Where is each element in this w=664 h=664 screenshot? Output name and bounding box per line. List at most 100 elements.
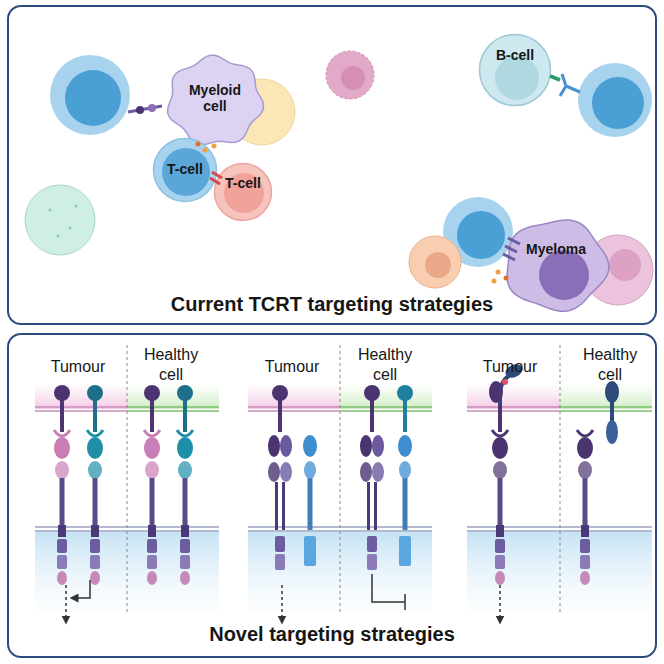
car-receptor	[54, 430, 70, 585]
activation-arrow	[65, 585, 67, 620]
granule	[69, 227, 72, 230]
antigen-head	[489, 381, 503, 403]
background-cells	[25, 51, 653, 305]
antigen-stem	[403, 400, 407, 432]
cytokine-dot	[212, 144, 217, 149]
receptor-contact	[128, 106, 162, 112]
cell-label: T-cell	[152, 161, 218, 177]
t-cell-shape	[578, 63, 652, 137]
cell-membrane	[507, 220, 609, 311]
antigen-stem	[183, 400, 187, 432]
antigen-stem	[278, 400, 282, 432]
myeloid-cell: Myeloid cell	[163, 52, 267, 150]
cytokine-dot	[492, 279, 497, 284]
cell-type-label: Healthy cell	[577, 345, 643, 385]
cell-shape	[326, 51, 374, 99]
cytokine-dot	[496, 270, 501, 275]
signal-arrows	[66, 574, 500, 620]
membrane-bands	[35, 345, 652, 612]
myeloma-cell: Myeloma	[500, 215, 612, 315]
cell-label: B-cell	[478, 47, 552, 63]
antibody-shape	[560, 74, 580, 96]
cell-label: Myeloma	[500, 241, 612, 257]
nucleus	[425, 252, 451, 278]
granule	[49, 209, 52, 212]
inhibition-bar	[372, 574, 405, 610]
tcr-receptor	[360, 435, 384, 570]
cell-label: T-cell	[225, 175, 261, 191]
cell-type-label: Tumour	[33, 357, 123, 377]
cell-membrane	[168, 55, 264, 144]
panel-heading: Novel targeting strategies	[9, 623, 655, 646]
antigen-stem	[498, 404, 502, 432]
receptor-head	[136, 106, 144, 114]
antigen-head	[144, 385, 160, 401]
activation-arrow	[499, 585, 501, 620]
t-cell-membrane	[35, 527, 652, 531]
t-cell: T-cell	[152, 137, 218, 203]
antigen-head	[397, 385, 413, 401]
nucleus	[609, 249, 641, 281]
cell-shape	[25, 185, 95, 255]
tumour-band	[35, 383, 127, 409]
panel-heading: Current TCRT targeting strategies	[9, 293, 655, 316]
antigen-head	[605, 381, 619, 403]
cell-outline	[478, 33, 552, 107]
antigen-head	[54, 385, 70, 401]
healthy-band	[340, 383, 432, 409]
nucleus	[539, 250, 589, 300]
t-cell-shape	[50, 55, 130, 135]
antigen-stem	[93, 400, 97, 432]
cell-outline	[500, 215, 612, 315]
cell-membrane	[215, 164, 272, 221]
activation-arrow	[281, 585, 283, 620]
cell-label: Myeloid cell	[180, 82, 250, 114]
granule	[75, 205, 78, 208]
car-receptor	[144, 430, 160, 585]
antigen-head	[177, 385, 193, 401]
bent-arrow	[74, 580, 90, 598]
nucleus	[224, 173, 264, 213]
tumour-band	[248, 383, 340, 409]
nucleus	[65, 70, 121, 126]
car-receptor	[577, 430, 593, 585]
antigen-stem	[150, 400, 154, 432]
nucleus	[592, 77, 644, 129]
cell-type-label: Tumour	[247, 357, 337, 377]
inhibitory-receptor	[398, 435, 412, 566]
divider-line	[127, 345, 560, 612]
antigen-head	[606, 420, 618, 444]
b-cell: B-cell	[478, 33, 552, 107]
cell-membrane	[480, 35, 551, 106]
b-cell-receptor	[550, 76, 560, 80]
antigen-head	[87, 385, 103, 401]
cell-type-label: Healthy cell	[352, 345, 418, 385]
receptors	[54, 430, 593, 585]
cell-type-label: Tumour	[465, 357, 555, 377]
cell-outline	[213, 162, 273, 222]
cell-shape	[409, 236, 461, 288]
panel-box: Novel targeting strategies	[7, 333, 657, 658]
antigen-head	[364, 385, 380, 401]
nucleus	[341, 66, 365, 90]
car-receptor	[87, 430, 103, 585]
nucleus	[457, 211, 505, 259]
car-receptor	[177, 430, 193, 585]
granule	[57, 235, 60, 238]
conformation-mark	[502, 379, 508, 385]
healthy-band	[127, 383, 219, 409]
tcr-receptor	[268, 435, 292, 570]
antigen-head	[272, 385, 288, 401]
panel-box: Current TCRT targeting strategies Myeloid…	[7, 5, 657, 325]
t-cell: T-cell	[213, 162, 273, 222]
car-receptor	[492, 430, 508, 585]
inhibitory-receptor	[303, 435, 317, 566]
cell-type-label: Healthy cell	[138, 345, 204, 385]
antigen-stem	[370, 400, 374, 432]
antigen-stem	[60, 400, 64, 432]
receptor-head	[148, 104, 156, 112]
tumour-band	[467, 383, 560, 409]
